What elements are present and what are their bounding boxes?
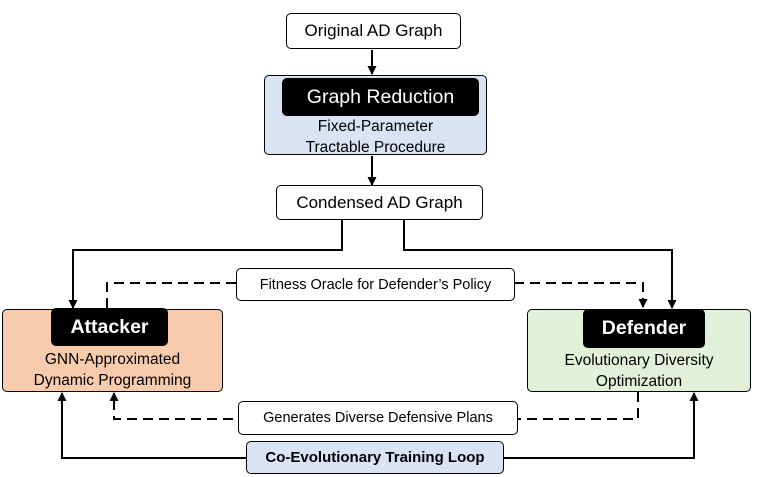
- attacker-description: GNN-Approximated Dynamic Programming: [3, 349, 222, 391]
- graph-reduction-title: Graph Reduction: [282, 78, 479, 116]
- graph-reduction-desc-line2: Tractable Procedure: [305, 139, 446, 156]
- training-loop-label: Co-Evolutionary Training Loop: [246, 441, 504, 474]
- edge-condensed-to-attacker: [68, 220, 343, 309]
- fitness-oracle-label: Fitness Oracle for Defender’s Policy: [236, 268, 515, 301]
- attacker-node: Attacker GNN-Approximated Dynamic Progra…: [2, 308, 223, 392]
- attacker-desc-line2: Dynamic Programming: [33, 372, 192, 389]
- graph-reduction-description: Fixed-Parameter Tractable Procedure: [265, 116, 486, 158]
- attacker-title: Attacker: [51, 308, 168, 346]
- edge-training-loop-to-defender: [504, 392, 699, 459]
- defender-description: Evolutionary Diversity Optimization: [528, 350, 750, 392]
- original-ad-graph-node: Original AD Graph: [286, 13, 461, 49]
- edge-training-loop-to-attacker: [57, 392, 246, 459]
- graph-reduction-desc-line1: Fixed-Parameter: [317, 118, 434, 135]
- defender-title: Defender: [583, 309, 705, 348]
- graph-reduction-node: Graph Reduction Fixed-Parameter Tractabl…: [264, 75, 487, 158]
- defender-desc-line2: Optimization: [595, 373, 683, 390]
- defender-node: Defender Evolutionary Diversity Optimiza…: [527, 309, 751, 392]
- attacker-desc-line1: GNN-Approximated: [44, 351, 181, 368]
- edge-condensed-to-defender: [403, 220, 677, 309]
- defender-desc-line1: Evolutionary Diversity: [564, 352, 714, 369]
- diverse-plans-label: Generates Diverse Defensive Plans: [238, 401, 518, 435]
- condensed-ad-graph-node: Condensed AD Graph: [276, 185, 483, 220]
